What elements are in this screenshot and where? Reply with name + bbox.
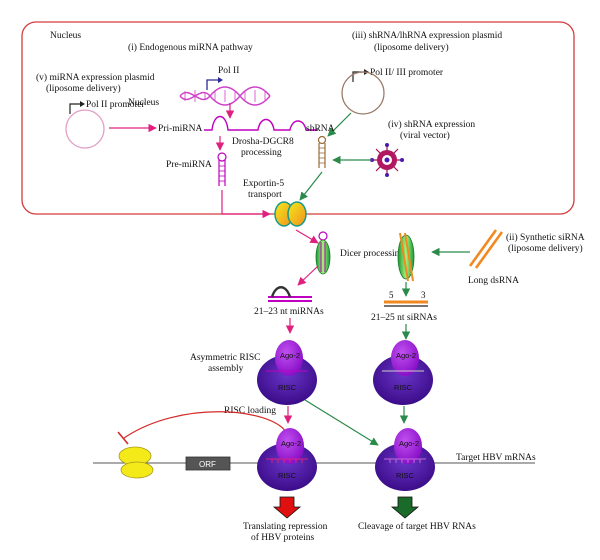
ago2-label-1: Ago-2 xyxy=(280,351,300,360)
risc-label-3: RISC xyxy=(278,471,297,480)
shrna-viral-delivery: (viral vector) xyxy=(400,130,450,141)
mirna-plasmid-delivery: (liposome delivery) xyxy=(46,83,121,94)
mirna-duplex xyxy=(268,286,312,302)
drosha-label: Drosha-DGCR8 xyxy=(232,137,294,147)
asymmetric-risc-assembly-label: assembly xyxy=(208,364,244,374)
orf-box xyxy=(185,456,231,471)
risc-loading-label: RISC loading xyxy=(224,406,276,416)
ago2-label-3: Ago-2 xyxy=(281,439,301,448)
shrna-label: shRNA xyxy=(306,124,335,134)
risc-complex-cleavage xyxy=(375,428,435,491)
arrow-dicer-to-mirna xyxy=(297,265,319,286)
shrna-plasmid-delivery: (liposome delivery) xyxy=(374,42,449,53)
synthetic-sirna-delivery: (liposome delivery) xyxy=(508,243,583,254)
mirna-plasmid-circle xyxy=(65,109,105,149)
pri-mirna-label: Pri-miRNA xyxy=(158,124,202,134)
risc-complex-mirna xyxy=(257,340,317,405)
promoter-arrow-pol2-3 xyxy=(352,69,369,82)
shrna-plasmid-circle xyxy=(341,71,385,115)
dna-double-helix xyxy=(179,86,271,106)
cleavage-outcome-arrow xyxy=(390,496,420,519)
risc-label-4: RISC xyxy=(396,471,415,480)
dicer-sirna xyxy=(397,232,415,282)
repression-outcome-label: Translating repression xyxy=(243,522,328,532)
three-prime-label: 3 xyxy=(421,290,426,300)
pol2-promoter-label: Pol II promoter xyxy=(86,100,145,110)
pre-mirna-hairpin xyxy=(217,152,227,186)
long-dsrna-label: Long dsRNA xyxy=(468,276,519,286)
exportin-label: Exportin-5 xyxy=(243,179,284,189)
exportin-5-complex xyxy=(274,201,307,227)
arrow-plasmid-to-shrna xyxy=(327,112,352,137)
mirna-plasmid-title: (v) miRNA expression plasmid xyxy=(36,72,155,83)
drosha-processing-label: processing xyxy=(241,148,282,158)
asymmetric-risc-label: Asymmetric RISC xyxy=(190,353,260,363)
repression-outcome-arrow xyxy=(272,496,302,519)
five-prime-label: 5 xyxy=(389,290,394,300)
ago2-label-2: Ago-2 xyxy=(396,351,416,360)
synthetic-sirna-title: (ii) Synthetic siRNA xyxy=(506,232,585,243)
orf-label: ORF xyxy=(199,460,216,469)
risc-label-1: RISC xyxy=(278,383,297,392)
exportin-transport-label: transport xyxy=(248,190,282,200)
arrow-shrna-to-exportin xyxy=(299,171,323,201)
long-dsrna-strands xyxy=(468,229,504,269)
dicer-mirna xyxy=(315,231,331,275)
sirna-duplex xyxy=(384,300,428,307)
sirnas-size-label: 21–25 nt siRNAs xyxy=(371,313,437,323)
endogenous-pathway-label: (i) Endogenous miRNA pathway xyxy=(128,42,253,53)
arrow-risc1-to-cleavage xyxy=(304,399,379,446)
pri-mirna-structure xyxy=(204,115,318,131)
pol2-label: Pol II xyxy=(218,66,239,76)
arrow-premirna-to-exportin xyxy=(221,190,271,219)
shrna-plasmid-title: (iii) shRNA/lhRNA expression plasmid xyxy=(352,30,502,41)
arrow-exportin-to-dicer xyxy=(295,229,319,244)
nucleus-inner-label: Nucleus xyxy=(128,98,159,108)
promoter-arrow-pol2 xyxy=(206,77,223,90)
risc-label-2: RISC xyxy=(394,383,413,392)
ago2-label-4: Ago-2 xyxy=(399,439,419,448)
pol2-3-promoter-label: Pol II/ III promoter xyxy=(370,68,444,78)
nucleus-title: Nucleus xyxy=(50,31,81,41)
risc-complex-sirna xyxy=(373,340,433,405)
risc-complex-repression xyxy=(257,428,317,491)
dicer-processing-label: Dicer processing xyxy=(340,249,404,259)
promoter-arrow-pol2-plasmid xyxy=(69,101,85,114)
nucleus-boundary xyxy=(21,21,575,215)
ribosome xyxy=(118,446,154,479)
inhibition-bar xyxy=(117,431,129,445)
shrna-hairpin xyxy=(317,135,327,168)
mirnas-size-label: 21–23 nt miRNAs xyxy=(254,307,324,317)
repression-inhibition-arc xyxy=(123,411,287,439)
target-mrna-label: Target HBV mRNAs xyxy=(456,453,536,463)
pre-mirna-label: Pre-miRNA xyxy=(166,160,212,170)
repression-outcome-label-2: of HBV proteins xyxy=(251,532,314,543)
cleavage-outcome-label: Cleavage of target HBV RNAs xyxy=(358,521,476,532)
shrna-viral-title: (iv) shRNA expression xyxy=(388,119,475,130)
viral-vector-icon xyxy=(370,143,404,177)
